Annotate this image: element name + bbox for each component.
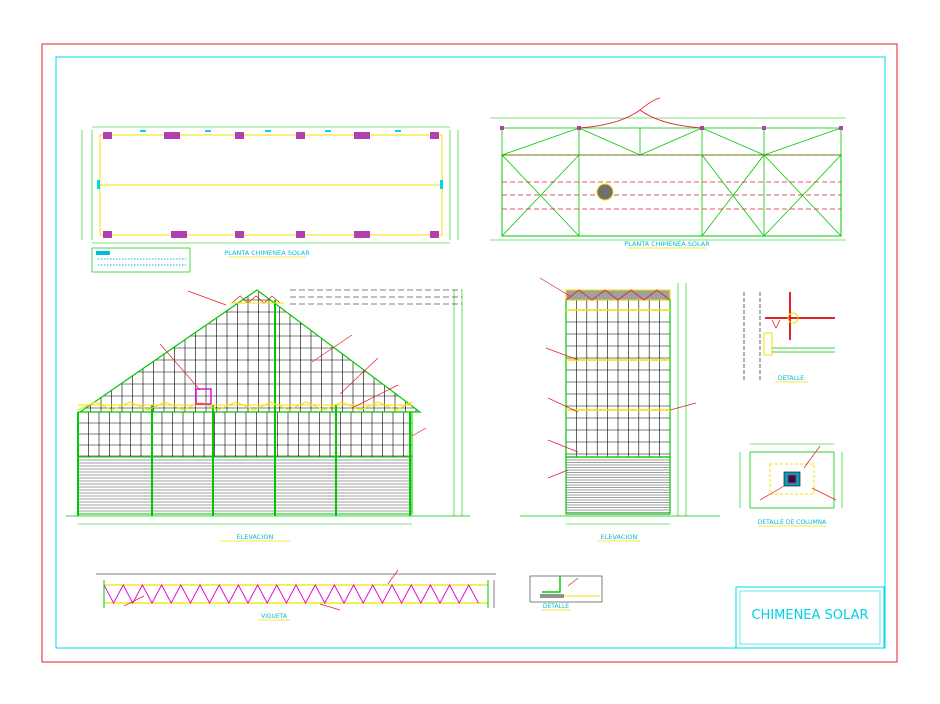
- beam-title: VIGUETA: [261, 613, 288, 620]
- detail-top-title: DETALLE: [778, 375, 804, 382]
- elevation-left-title: ELEVACION: [237, 533, 274, 541]
- title-block-label: CHIMENEA SOLAR: [751, 608, 868, 623]
- sheet-outer-border: [41, 43, 898, 663]
- detail-column-view: DETALLE DE COLUMNA: [739, 443, 843, 527]
- elevation-right-title: ELEVACION: [601, 533, 638, 541]
- title-block: CHIMENEA SOLAR: [735, 586, 885, 649]
- elevation-right-view: ELEVACION: [520, 277, 720, 542]
- beam-view: VIGUETA: [96, 569, 496, 621]
- elevation-left-view: ELEVACION: [66, 289, 470, 542]
- plan-right-view: PLANTA CHIMENEA SOLAR: [490, 97, 846, 249]
- plan-left-view: PLANTA CHIMENEA SOLAR: [81, 126, 459, 273]
- detail-top-view: DETALLE: [743, 292, 835, 383]
- detail-bottom-title: DETALLE: [543, 603, 569, 610]
- sheet-inner-frame: [55, 56, 886, 649]
- detail-bottom-view: DETALLE: [529, 575, 603, 611]
- detail-column-title: DETALLE DE COLUMNA: [758, 519, 827, 526]
- plan-left-title: PLANTA CHIMENEA SOLAR: [224, 249, 310, 257]
- plan-right-title: PLANTA CHIMENEA SOLAR: [624, 240, 710, 248]
